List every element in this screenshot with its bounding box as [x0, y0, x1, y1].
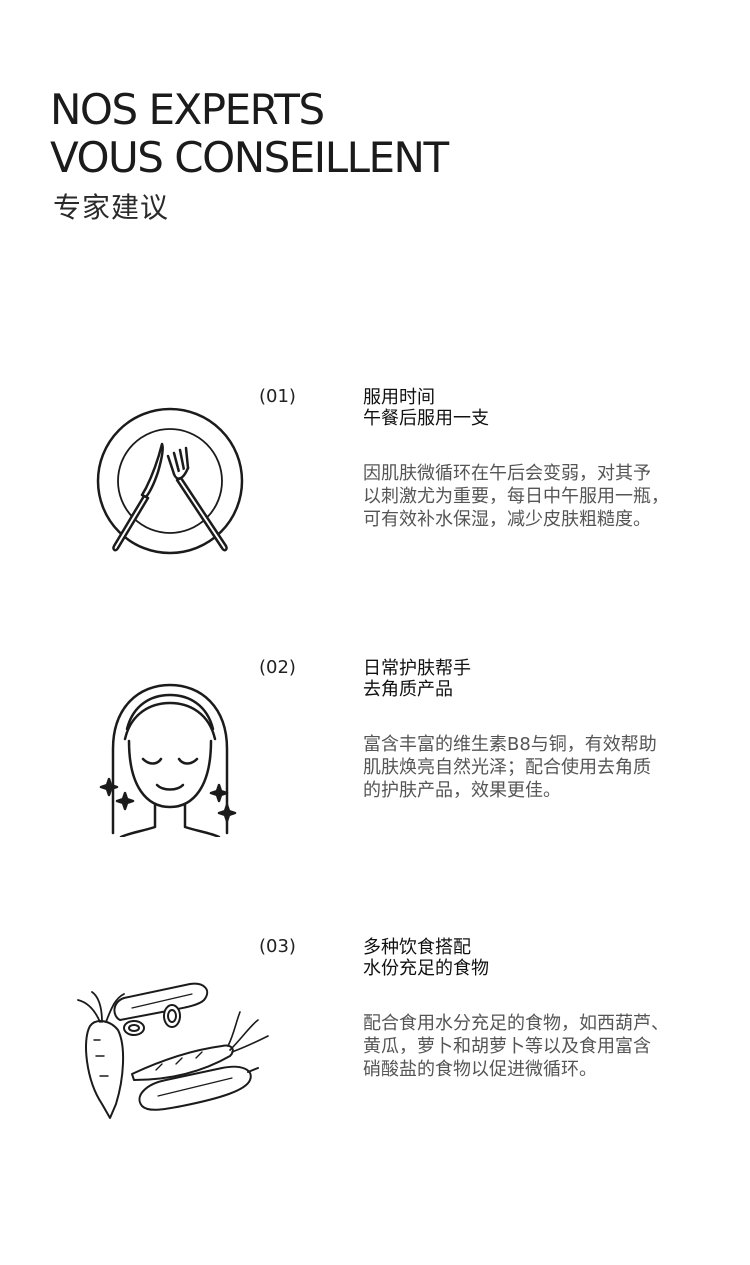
description-line: 的护肤产品，效果更佳。 — [363, 780, 561, 801]
description-line: 黄瓜，萝卜和胡萝卜等以及食用富含 — [363, 1036, 651, 1057]
section-heading: 多种饮食搭配 水份充足的食物 — [363, 937, 489, 979]
description-line: 以刺激尤为重要，每日中午服用一瓶， — [363, 486, 669, 507]
description-line: 富含丰富的维生素B8与铜，有效帮助 — [363, 734, 657, 755]
page-title: NOS EXPERTS VOUS CONSEILLENT — [50, 85, 449, 182]
advice-section-2: (02) 日常护肤帮手 去角质产品 富含丰富的维生素B8与铜，有效帮助 肌肤焕亮… — [0, 657, 750, 897]
page-subtitle: 专家建议 — [53, 191, 170, 224]
advice-section-1: (01) 服用时间 午餐后服用一支 因肌肤微循环在午后会变弱，对其予 以刺激尤为… — [0, 386, 750, 626]
description-line: 因肌肤微循环在午后会变弱，对其予 — [363, 463, 651, 484]
section-description: 配合食用水分充足的食物，如西葫芦、 黄瓜，萝卜和胡萝卜等以及食用富含 硝酸盐的食… — [363, 1012, 723, 1081]
advice-section-3: (03) 多种饮食搭配 水份充足的食物 配合食用水分充足的食物，如西葫芦、 黄瓜… — [0, 936, 750, 1176]
section-heading: 服用时间 午餐后服用一支 — [363, 387, 489, 429]
title-line-1: NOS EXPERTS — [50, 85, 325, 134]
plate-fork-knife-icon — [96, 407, 244, 555]
section-heading-line-1: 日常护肤帮手 — [363, 658, 471, 679]
section-description: 因肌肤微循环在午后会变弱，对其予 以刺激尤为重要，每日中午服用一瓶， 可有效补水… — [363, 462, 723, 531]
section-heading: 日常护肤帮手 去角质产品 — [363, 658, 471, 700]
description-line: 肌肤焕亮自然光泽；配合使用去角质 — [363, 757, 651, 778]
section-heading-line-1: 多种饮食搭配 — [363, 937, 471, 958]
section-description: 富含丰富的维生素B8与铜，有效帮助 肌肤焕亮自然光泽；配合使用去角质 的护肤产品… — [363, 733, 723, 802]
section-heading-line-1: 服用时间 — [363, 387, 435, 408]
section-number: (02) — [259, 657, 296, 678]
description-line: 配合食用水分充足的食物，如西葫芦、 — [363, 1013, 669, 1034]
section-heading-line-2: 午餐后服用一支 — [363, 408, 489, 429]
description-line: 硝酸盐的食物以促进微循环。 — [363, 1059, 597, 1080]
title-line-2: VOUS CONSEILLENT — [50, 133, 449, 182]
glowing-face-icon — [99, 683, 237, 837]
section-heading-line-2: 去角质产品 — [363, 679, 453, 700]
vegetables-icon — [77, 982, 269, 1119]
section-number: (03) — [259, 936, 296, 957]
description-line: 可有效补水保湿，减少皮肤粗糙度。 — [363, 509, 651, 530]
section-number: (01) — [259, 386, 296, 407]
section-heading-line-2: 水份充足的食物 — [363, 958, 489, 979]
